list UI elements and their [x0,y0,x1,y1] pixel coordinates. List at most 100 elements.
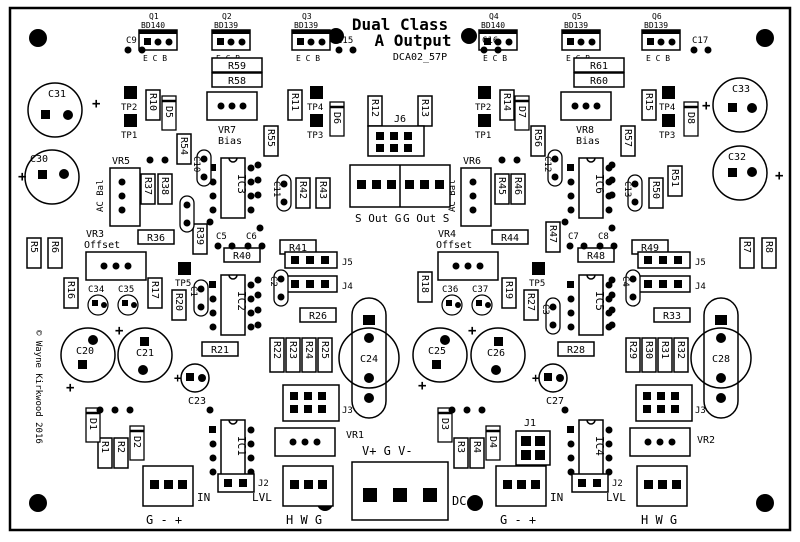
svg-text:R44: R44 [501,233,519,244]
cap-c31: C31 + [27,82,100,138]
resistor-r5: R5 [26,237,42,269]
resistor-r17: R17 [147,277,163,309]
svg-text:VR8: VR8 [576,125,594,136]
svg-text:R17: R17 [149,281,160,299]
cap-c23: C23 + [174,363,210,407]
svg-text:IC3: IC3 [235,174,248,194]
resistor-r43: R43 [315,177,331,209]
resistor-r26: R26 [299,307,337,323]
cap-c15: C15 [335,36,357,54]
resistor-r61: R61 [573,57,625,73]
svg-text:D1: D1 [87,418,98,430]
diode-d1: D1 [85,407,101,443]
svg-text:R12: R12 [369,99,380,117]
trimpot-vr2: VR2 [629,427,715,457]
mounting-hole [467,495,483,511]
svg-text:C4: C4 [620,276,630,287]
svg-text:Q3: Q3 [302,12,312,21]
svg-text:C28: C28 [712,354,730,365]
svg-text:R32: R32 [675,341,686,359]
resistor-r3: R3 [453,437,469,469]
pad [111,406,119,414]
resistor-r15: R15 [641,89,657,121]
svg-text:TP4: TP4 [659,103,675,113]
svg-text:C21: C21 [136,348,154,359]
svg-text:R41: R41 [289,243,307,254]
output-left-label: S Out G [355,212,401,225]
connector-j3-left: J3 [282,384,353,422]
svg-text:C30: C30 [30,154,48,165]
trimpot-vr6: VR6 AC Bal [448,156,492,227]
svg-text:R15: R15 [643,93,654,111]
resistor-r40: R40 [223,247,261,263]
cap-c13: C13 [622,174,643,212]
svg-text:VR2: VR2 [697,435,715,446]
trimpot-vr1: VR1 [274,427,364,457]
svg-text:R11: R11 [289,93,300,111]
svg-text:G - +: G - + [146,513,182,527]
dc-label: DC [452,494,466,508]
test-point-tp4r: TP4 [659,86,675,113]
svg-text:R16: R16 [65,281,76,299]
pad [608,161,616,169]
svg-text:C36: C36 [442,285,458,295]
svg-text:R27: R27 [525,293,536,311]
test-point-tp1r: TP1 [475,114,491,141]
svg-text:R37: R37 [142,177,153,195]
svg-text:TP3: TP3 [307,131,323,141]
cap-c33: C33 + [702,77,768,133]
resistor-r23: R23 [285,337,301,373]
svg-text:R58: R58 [228,76,246,87]
output-header: S Out G G Out S [349,164,451,225]
resistor-r22: R22 [269,337,285,373]
svg-text:R48: R48 [587,251,605,262]
test-point-tp3: TP3 [307,114,323,141]
svg-text:TP4: TP4 [307,103,323,113]
pad [608,321,616,329]
title-line-2: A Output [374,31,451,50]
svg-text:R61: R61 [590,61,608,72]
resistor-r39: R39 [192,223,208,255]
svg-text:IC5: IC5 [593,291,606,311]
cap-c12: C12 [542,149,563,187]
svg-text:+: + [418,378,426,394]
pad [608,276,616,284]
svg-text:R4: R4 [471,441,482,453]
resistor-r54: R54 [176,133,192,165]
svg-text:TP2: TP2 [121,103,137,113]
cap-c3: C3 [540,297,561,335]
svg-text:J4: J4 [695,282,706,292]
pad [561,406,569,414]
svg-text:IN: IN [197,491,210,504]
mounting-hole [29,494,47,512]
svg-text:IC4: IC4 [593,436,606,456]
svg-text:Q1: Q1 [149,12,159,21]
svg-text:Bias: Bias [576,136,600,147]
resistor-r28: R28 [557,341,595,357]
svg-text:J5: J5 [342,258,353,268]
pad [254,191,262,199]
svg-text:+: + [92,96,100,112]
svg-text:D5: D5 [163,106,174,118]
diode-d6: D6 [329,101,345,137]
svg-text:J2: J2 [258,479,269,489]
cap-c7: C7 [566,232,588,250]
test-point-tp5: TP5 [175,262,191,289]
diode-d7: D7 [514,95,530,131]
svg-text:+: + [532,371,539,385]
ic-ic4: IC4 [567,419,613,481]
cap-c11: C11 [271,174,292,212]
svg-text:C9: C9 [126,36,137,46]
trimpot-vr7: VR7 Bias [206,91,258,147]
svg-text:BD140: BD140 [141,21,165,30]
mounting-hole [756,29,774,47]
resistor-r27: R27 [523,289,539,321]
resistor-r60: R60 [573,72,625,88]
svg-text:D8: D8 [685,112,696,124]
mounting-hole [328,28,344,44]
resistor-r24: R24 [301,337,317,373]
pad [254,276,262,284]
